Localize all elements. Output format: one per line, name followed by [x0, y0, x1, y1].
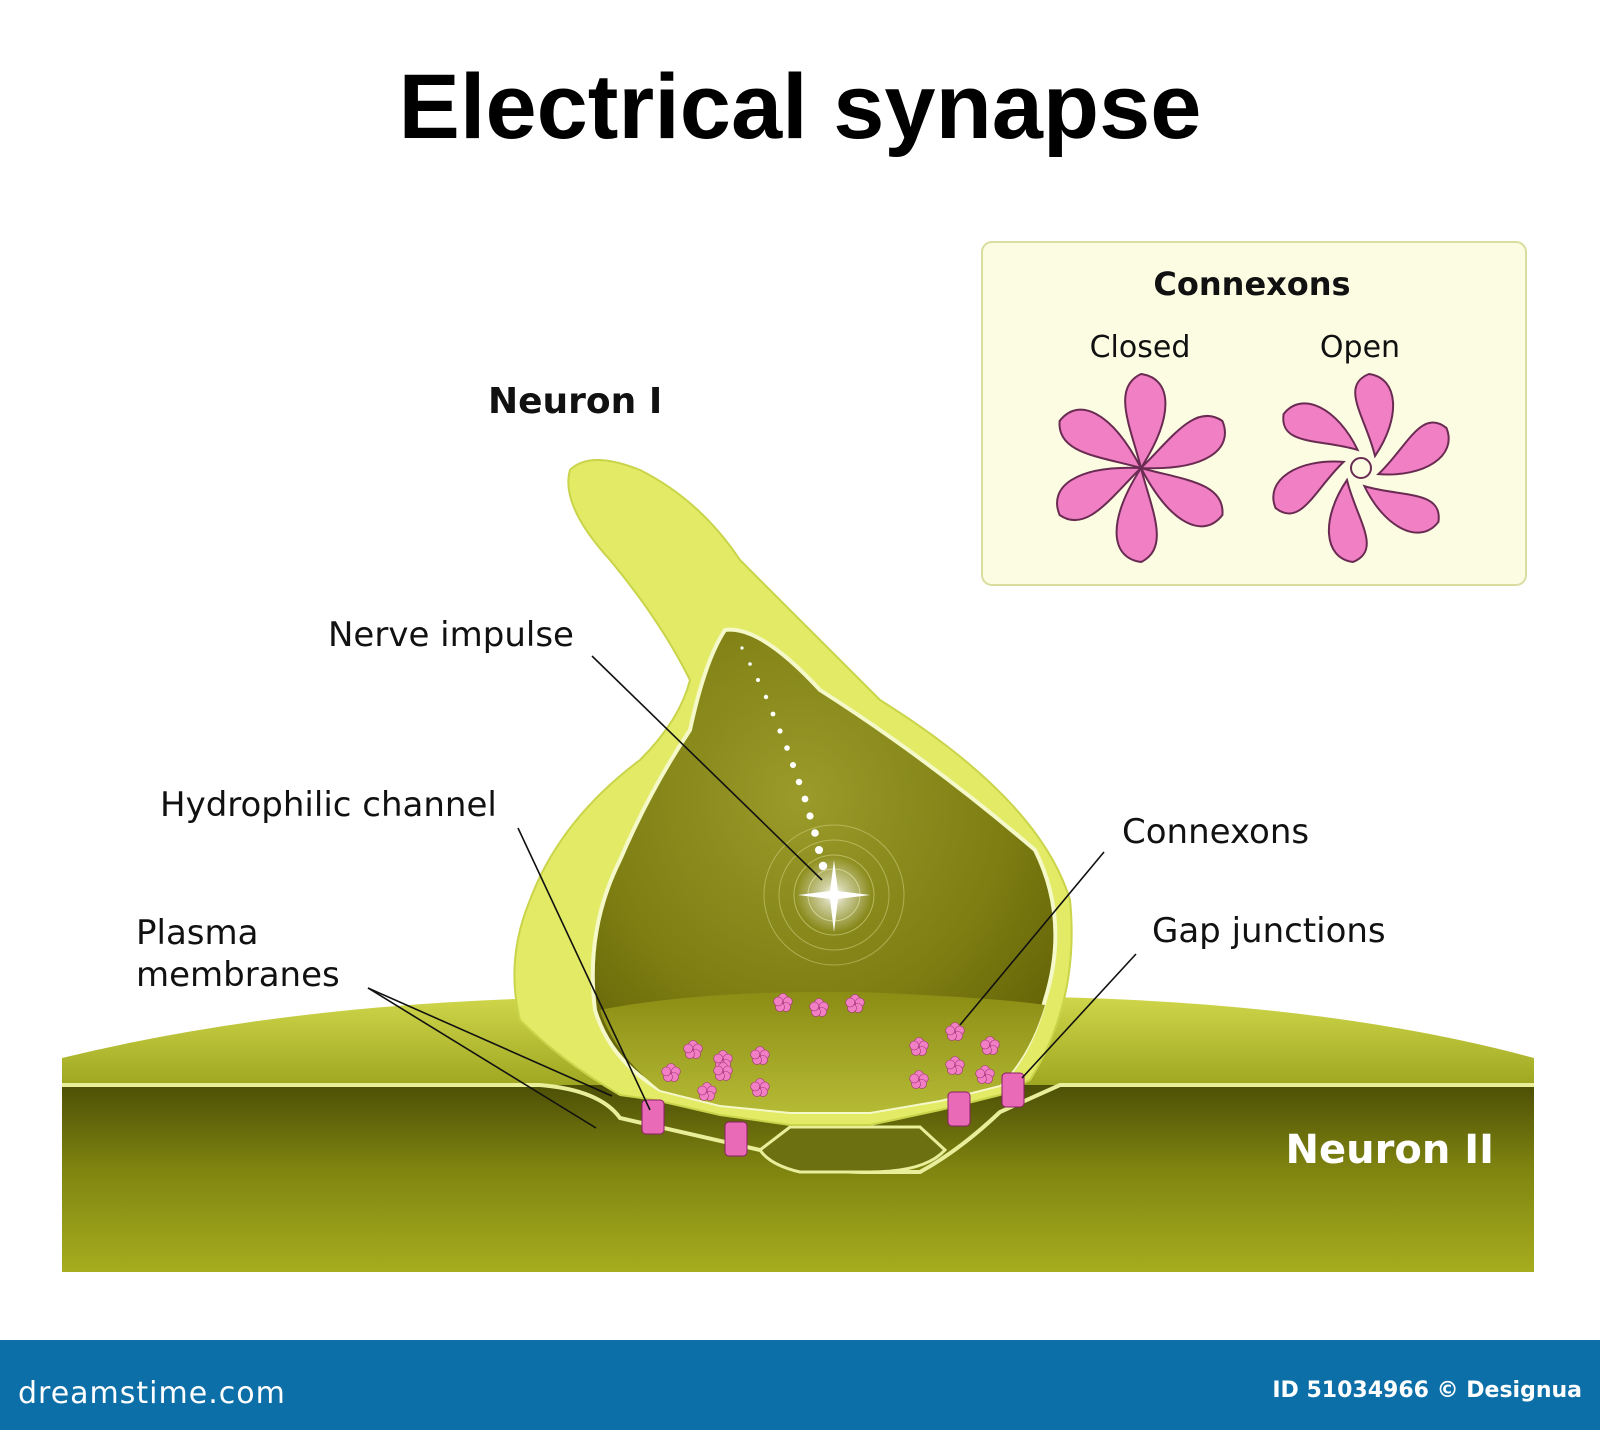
gap-junctions-label: Gap junctions	[1152, 911, 1386, 951]
neuron-ii-label: Neuron II	[1286, 1127, 1494, 1173]
page-title: Electrical synapse	[399, 56, 1202, 158]
closed-connexon-icon	[1056, 372, 1226, 564]
footer-site[interactable]: dreamstime.com	[18, 1376, 286, 1411]
open-label: Open	[1320, 330, 1400, 365]
inset-title: Connexons	[1153, 265, 1350, 303]
plasma-membranes-leader-a	[367, 987, 613, 1097]
impulse-trail	[740, 646, 828, 871]
hydrophilic-channel-label: Hydrophilic channel	[160, 785, 497, 825]
footer-credit: ID 51034966 © Designua	[1272, 1378, 1582, 1403]
connexons-inset: Connexons Closed Open	[981, 241, 1527, 586]
nerve-impulse-leader	[591, 655, 823, 881]
neuron-i-label: Neuron I	[488, 381, 662, 422]
plasma-membranes-leader-b	[367, 987, 597, 1129]
connexons-label: Connexons	[1122, 812, 1309, 852]
gap-junction-channels	[641, 1072, 1025, 1157]
neuron-i	[513, 459, 1073, 1126]
footer-bar: dreamstime.com ID 51034966 © Designua	[0, 1340, 1600, 1430]
closed-label: Closed	[1090, 330, 1191, 365]
open-connexon-icon	[1272, 372, 1450, 564]
nerve-impulse-spark	[763, 824, 905, 966]
gap-junctions-leader	[1021, 953, 1137, 1079]
hydrophilic-channel-leader	[517, 827, 651, 1111]
plasma-membranes-label-line1: Plasma	[136, 913, 258, 953]
nerve-impulse-label: Nerve impulse	[328, 615, 574, 655]
plasma-membranes-label-line2: membranes	[136, 955, 340, 995]
connexons-leader	[959, 851, 1105, 1026]
